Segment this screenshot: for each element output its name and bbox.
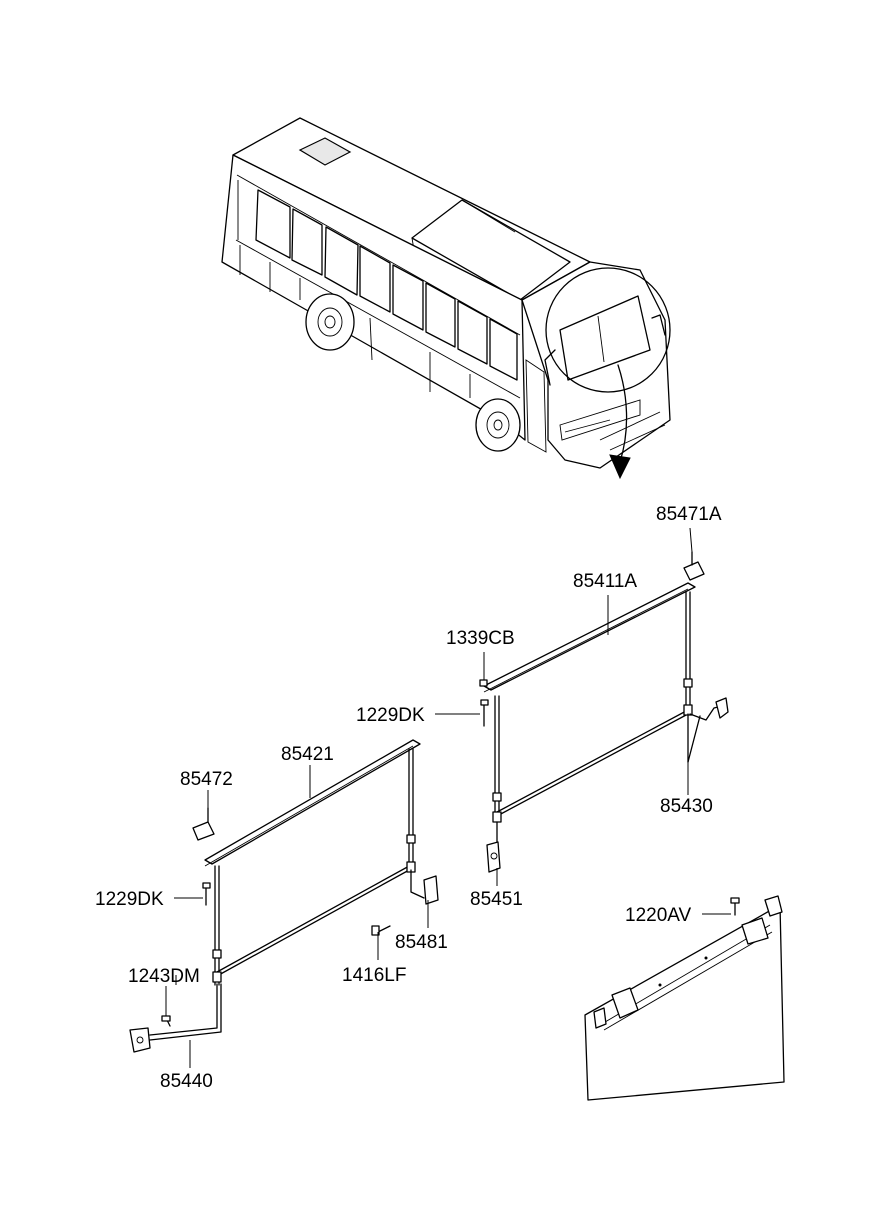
curved-arrow-icon	[617, 364, 628, 463]
label-1339CB: 1339CB	[446, 628, 515, 649]
label-1243DM: 1243DM	[128, 966, 200, 987]
leader-lines	[165, 527, 731, 1068]
label-85471A: 85471A	[656, 504, 722, 525]
label-85421: 85421	[281, 744, 334, 765]
label-85451: 85451	[470, 889, 523, 910]
label-1220AV: 1220AV	[625, 905, 692, 926]
label-85430: 85430	[660, 796, 713, 817]
left-visor-frame	[129, 739, 439, 1053]
label-1229DK-right: 1229DK	[356, 705, 425, 726]
label-1416LF: 1416LF	[342, 965, 406, 986]
label-85440: 85440	[160, 1071, 213, 1092]
label-85472: 85472	[180, 769, 233, 790]
label-85481: 85481	[395, 932, 448, 953]
label-85411A: 85411A	[573, 571, 637, 592]
sun-visor-illustration	[584, 895, 785, 1101]
right-visor-frame	[479, 551, 729, 873]
part-labels: 85471A 85411A 1339CB 1229DK 85421 85472 …	[95, 504, 722, 1092]
bus-illustration	[221, 117, 671, 480]
label-1229DK-left: 1229DK	[95, 889, 164, 910]
